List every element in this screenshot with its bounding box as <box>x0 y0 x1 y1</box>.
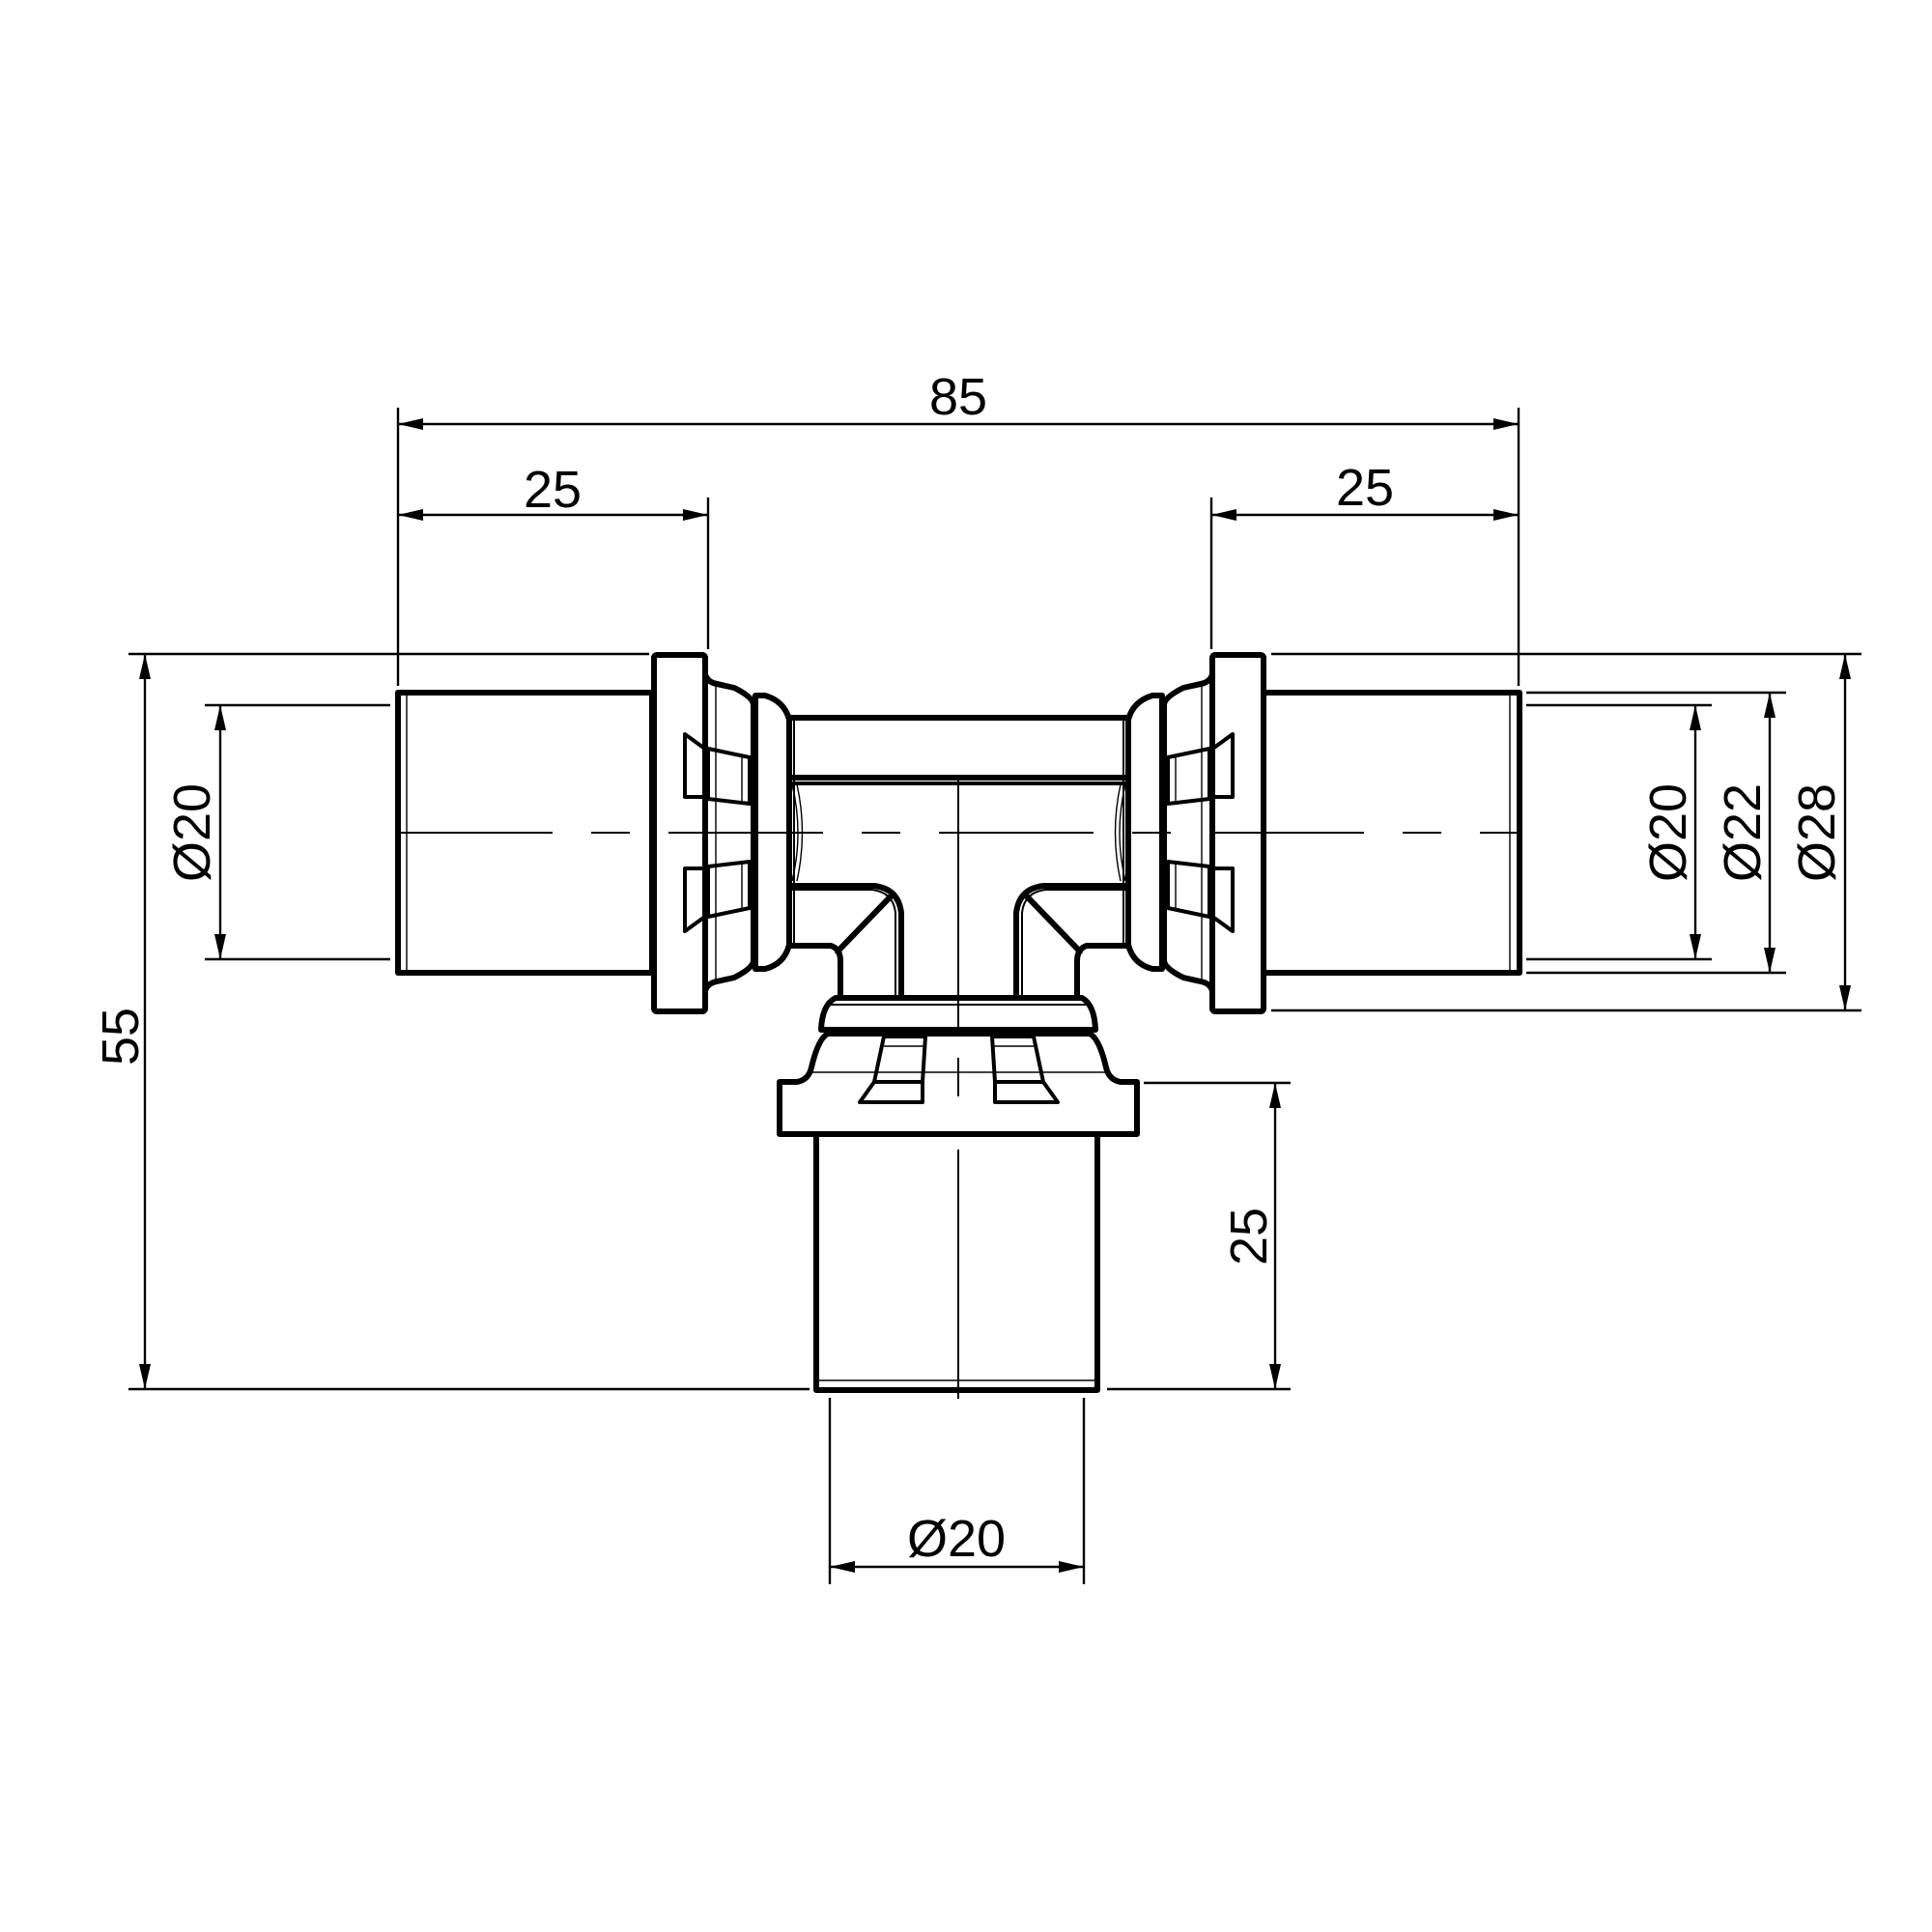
label-right-socket-length: 25 <box>1336 459 1394 517</box>
dimension-lines <box>128 408 1861 1584</box>
label-overall-height: 55 <box>92 1008 150 1065</box>
branch-pipe <box>813 1131 1100 1393</box>
label-right-outer-diameter: Ø22 <box>1714 783 1772 882</box>
dim-branch-diameter <box>828 1398 1086 1584</box>
dim-overall-length <box>398 418 1519 430</box>
center-lines <box>398 781 1520 1399</box>
label-right-inner-diameter: Ø20 <box>1639 783 1697 882</box>
dimension-labels: 85 25 25 55 Ø20 Ø20 Ø22 Ø28 25 Ø20 <box>92 368 1846 1568</box>
label-overall-length: 85 <box>929 368 987 426</box>
label-branch-socket-length: 25 <box>1220 1208 1278 1265</box>
label-left-socket-length: 25 <box>524 461 582 519</box>
label-branch-diameter: Ø20 <box>907 1510 1006 1568</box>
dim-left-socket <box>398 509 708 521</box>
dim-left-diameter <box>205 703 390 961</box>
dim-right-diameters <box>1271 652 1861 1012</box>
label-left-diameter: Ø20 <box>163 783 221 882</box>
dim-overall-height <box>128 652 810 1391</box>
dim-branch-socket <box>1107 1081 1291 1391</box>
label-right-sleeve-diameter: Ø28 <box>1788 783 1846 882</box>
dim-right-socket <box>1211 509 1519 521</box>
